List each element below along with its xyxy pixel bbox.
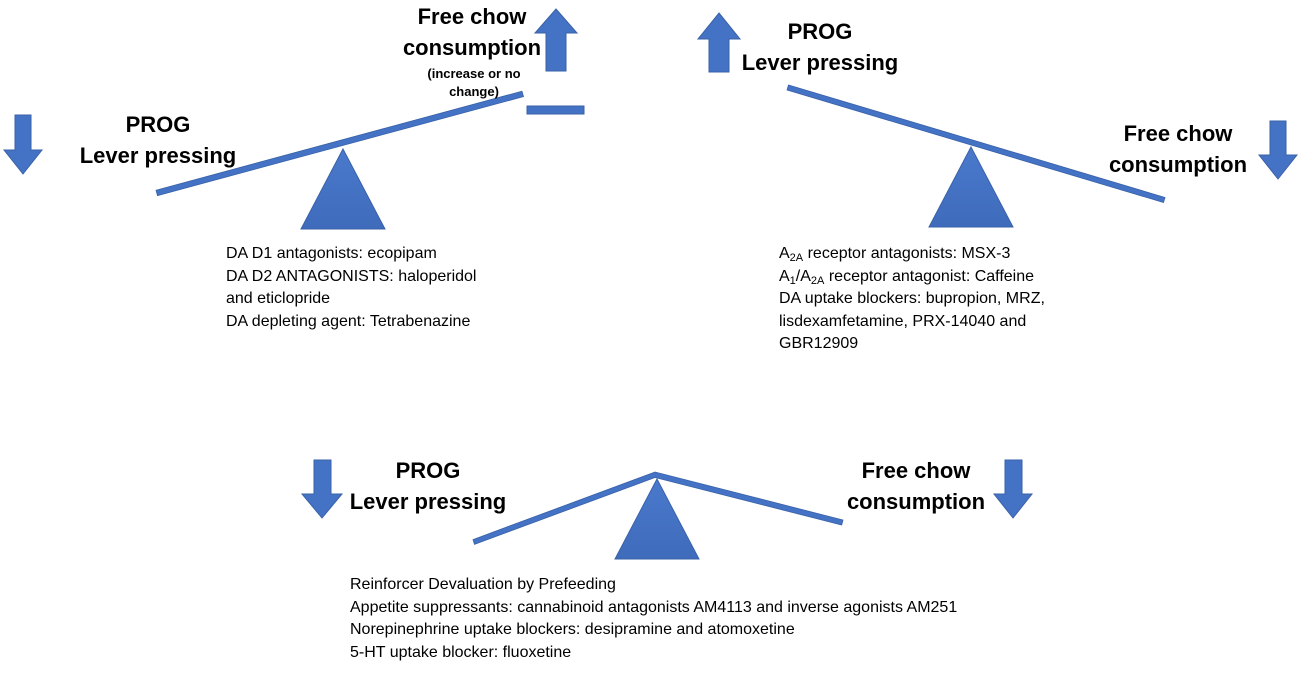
panel1-beam: [155, 90, 524, 197]
panel3-right-label-line2: consumption: [846, 489, 986, 514]
panel2-left-up-arrow-icon: [696, 12, 742, 73]
panel1-right-label-line1: Free chow: [417, 4, 527, 29]
panel2-left-label: PROG Lever pressing: [735, 16, 905, 78]
panel1-no-change-bar-icon: [526, 105, 585, 115]
panel2-agent-4: lisdexamfetamine, PRX-14040 and: [779, 312, 1027, 330]
panel2-right-down-arrow-icon: [1257, 120, 1299, 180]
panel3-agent-4: 5-HT uptake blocker: fluoxetine: [350, 643, 572, 661]
panel1-left-label: PROG Lever pressing: [78, 109, 238, 171]
panel2-agent-1-rest: receptor antagonists: MSX-3: [803, 245, 1011, 262]
panel3-left-down-arrow-icon: [300, 459, 344, 519]
panel2-left-label-line2: Lever pressing: [741, 50, 899, 75]
panel1-agent-4: DA depleting agent: Tetrabenazine: [226, 312, 471, 330]
panel1-right-note: (increase or no change): [394, 65, 554, 101]
panel1-right-label: Free chow consumption: [384, 1, 560, 63]
panel3-left-label-line1: PROG: [395, 458, 461, 483]
panel1-left-label-line1: PROG: [125, 112, 191, 137]
panel2-agent-2-slash: /A: [795, 267, 811, 285]
panel3-beam: [472, 471, 844, 545]
panel2-agent-5: GBR12909: [779, 335, 859, 352]
panel1-left-label-line2: Lever pressing: [79, 143, 237, 168]
panel3-left-label: PROG Lever pressing: [348, 455, 508, 517]
panel3-agent-2: Appetite suppressants: cannabinoid antag…: [350, 598, 958, 616]
panel2-fulcrum: [928, 145, 1014, 228]
panel3-right-label: Free chow consumption: [836, 455, 996, 517]
panel2-agent-2-a: A: [779, 267, 790, 285]
panel3-left-label-line2: Lever pressing: [349, 489, 507, 514]
panel2-beam: [786, 84, 1166, 203]
panel1-agents: DA D1 antagonists: ecopipam DA D2 ANTAGO…: [226, 243, 476, 333]
panel1-right-label-line2: consumption: [402, 35, 542, 60]
panel1-fulcrum: [300, 147, 386, 230]
panel3-agent-1: Reinforcer Devaluation by Prefeeding: [350, 576, 616, 593]
panel3-right-label-line1: Free chow: [861, 458, 971, 483]
panel1-right-up-arrow-icon: [533, 8, 579, 72]
panel2-agent-2-rest: receptor antagonist: Caffeine: [824, 267, 1035, 285]
panel1-agent-1: DA D1 antagonists: ecopipam: [226, 245, 437, 262]
panel1-left-down-arrow-icon: [2, 114, 44, 175]
panel2-agent-2-a-sub: 1: [789, 274, 796, 287]
panel2-left-label-line1: PROG: [787, 19, 853, 44]
panel2-right-label: Free chow consumption: [1098, 118, 1258, 180]
panel3-agent-3: Norepinephrine uptake blockers: desipram…: [350, 621, 795, 638]
panel2-agents: A2A receptor antagonists: MSX-3 A1/A2A r…: [779, 243, 1045, 356]
panel3-fulcrum: [614, 477, 700, 560]
panel2-right-label-line1: Free chow: [1123, 121, 1233, 146]
panel2-agent-1-sub: 2A: [789, 252, 804, 264]
panel1-agent-2: DA D2 ANTAGONISTS: haloperidol: [226, 267, 477, 285]
panel2-agent-2-b-sub: 2A: [810, 274, 825, 287]
panel2-agent-2: A1/A2A receptor antagonist: Caffeine: [779, 266, 1045, 289]
panel1-right-note-line1: (increase or no: [427, 66, 521, 81]
panel2-agent-1: A2A receptor antagonists: MSX-3: [779, 243, 1045, 266]
panel2-agent-1-base: A: [779, 245, 790, 262]
panel3-right-down-arrow-icon: [992, 459, 1034, 519]
panel1-right-note-line2: change): [449, 84, 499, 99]
panel1-agent-3: and eticlopride: [226, 290, 331, 307]
panel3-agents: Reinforcer Devaluation by Prefeeding App…: [350, 574, 957, 664]
panel2-agent-3: DA uptake blockers: bupropion, MRZ,: [779, 290, 1045, 307]
panel2-right-label-line2: consumption: [1108, 152, 1248, 177]
